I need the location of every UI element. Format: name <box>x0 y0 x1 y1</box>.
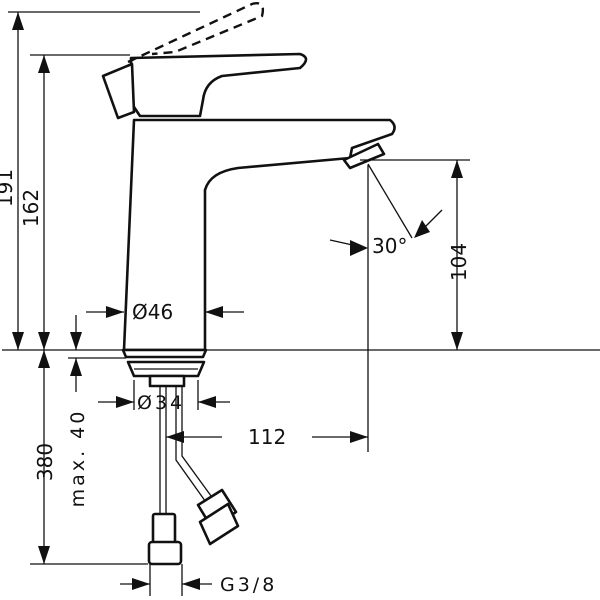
spray-angle-label: 30° <box>372 234 407 258</box>
dimension-lines <box>2 11 600 596</box>
total-height-label: 191 <box>0 169 17 207</box>
mounting-assembly <box>126 360 240 566</box>
projection-label: 112 <box>248 425 286 449</box>
mount-bore-label: Ø34 <box>137 392 185 414</box>
hose-length-label: 380 <box>33 443 57 481</box>
max-thickness-label: max. 40 <box>67 409 89 508</box>
connection-thread-label: G3/8 <box>220 574 277 596</box>
body-diameter-label: Ø46 <box>132 300 173 324</box>
outlet-height-label: 104 <box>447 243 471 281</box>
lever-raised-outline <box>127 2 265 64</box>
lever-handle <box>101 52 308 120</box>
spout-height-label: 162 <box>19 189 43 227</box>
